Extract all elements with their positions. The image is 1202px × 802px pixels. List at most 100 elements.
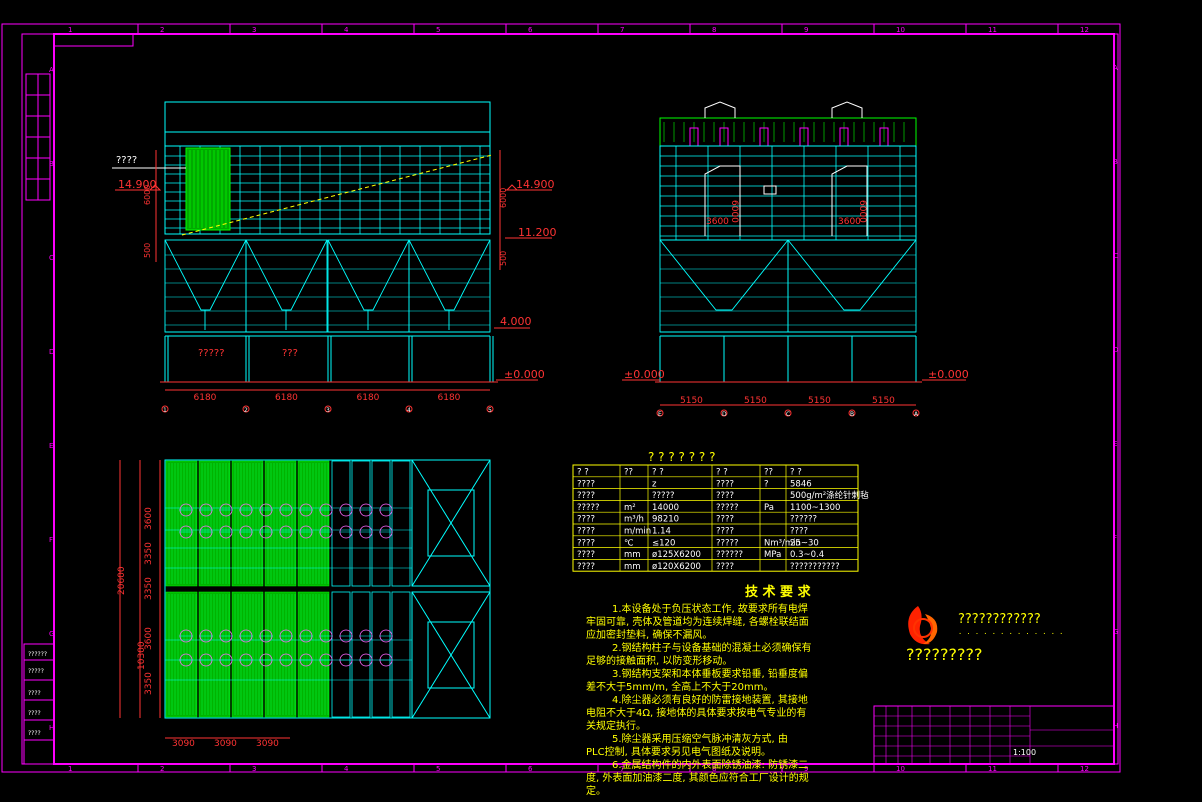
grid-row-right-F: F <box>1113 534 1117 542</box>
param-cell-0-3: ? ? <box>716 468 728 478</box>
param-cell-8-2: ø120X6200 <box>652 562 701 572</box>
grid-row-right-B: B <box>1113 158 1118 166</box>
grid-col-top-3: 3 <box>252 26 256 34</box>
param-cell-5-1: m/min <box>624 527 651 537</box>
dim-6000-b: 6000 <box>857 200 867 223</box>
tech-req-line-13: 6.金属结构件的内外表面除锈油漆: 防锈漆二 <box>612 758 808 771</box>
grid-col-bottom-1: 1 <box>68 765 72 773</box>
param-table-title: ? ? ? ? ? ? ? <box>648 450 715 464</box>
tech-req-line-9: 电阻不大于4Ω, 接地体的具体要求按电气专业的有 <box>586 706 806 719</box>
grid-col-bottom-4: 4 <box>344 765 349 773</box>
dim-500-right: 500 <box>499 251 508 266</box>
param-cell-6-2: ≤120 <box>652 538 675 548</box>
tech-req-title: 技 术 要 求 <box>745 584 812 600</box>
tech-req-line-7: 差不大于5mm/m, 全高上不大于20mm。 <box>586 680 774 693</box>
grid-col-top-10: 10 <box>896 26 905 34</box>
param-cell-6-1: ℃ <box>624 538 634 548</box>
tech-req-line-11: 5.除尘器采用压缩空气脉冲清灰方式, 由 <box>612 732 788 745</box>
param-cell-3-5: 1100~1300 <box>790 503 840 513</box>
tech-req-line-2: 牢固可靠, 壳体及管道均为连续焊缝, 各螺栓联结面 <box>586 615 809 628</box>
right-span-4: 5150 <box>872 396 895 406</box>
hopper-4 <box>408 239 491 333</box>
plan-bottom-dim-2: 3090 <box>214 739 237 749</box>
tech-req-line-3: 应加密封垫料, 确保不漏风。 <box>586 628 712 641</box>
dim-6000-left: 6000 <box>143 185 152 205</box>
grid-row-left-D: D <box>49 348 54 356</box>
plan-left-dim-5: 3350 <box>144 672 154 695</box>
left-elevation-view: ???? 14.900 6000 500 14.900 11.200 4.000… <box>112 101 557 414</box>
grid-row-right-C: C <box>1113 252 1118 260</box>
param-cell-3-1: m² <box>624 503 636 513</box>
param-cell-7-2: ø125X6200 <box>652 550 701 560</box>
strip-label-5: ???? <box>28 730 41 737</box>
param-cell-6-3: ????? <box>716 538 739 548</box>
param-cell-2-3: ???? <box>716 491 734 501</box>
dim-6000-right: 6000 <box>499 188 508 208</box>
left-axis-4: 4 <box>407 407 411 414</box>
param-cell-3-0: ????? <box>577 503 600 513</box>
grid-col-bottom-9: 9 <box>804 765 808 773</box>
right-axis-D: D <box>722 411 727 418</box>
grid-row-right-A: A <box>1113 64 1118 72</box>
room-label-2: ??? <box>282 348 298 359</box>
left-axis-2: 2 <box>244 407 248 414</box>
param-cell-0-4: ?? <box>764 468 773 478</box>
left-axis-1: 1 <box>163 407 167 414</box>
strip-label-2: ????? <box>28 668 44 675</box>
param-cell-0-5: ? ? <box>790 468 802 478</box>
elev-4000: 4.000 <box>500 315 532 328</box>
left-span-2: 6180 <box>275 393 298 403</box>
grid-row-left-G: G <box>49 630 54 638</box>
tech-req-line-15: 定。 <box>586 784 606 797</box>
elev-zero-r-right: ±0.000 <box>928 368 969 381</box>
grid-row-right-D: D <box>1113 346 1118 354</box>
grid-col-top-5: 5 <box>436 26 440 34</box>
tech-req-line-14: 度, 外表面加油漆二度, 其颜色应符合工厂设计的规 <box>586 771 809 784</box>
param-cell-3-4: Pa <box>764 503 774 513</box>
grid-row-left-B: B <box>49 160 54 168</box>
param-cell-0-0: ? ? <box>577 468 589 478</box>
left-span-1: 6180 <box>194 393 217 403</box>
grid-row-right-G: G <box>1113 628 1118 636</box>
grid-col-top-8: 8 <box>712 26 716 34</box>
grid-col-top-2: 2 <box>160 26 164 34</box>
scale-label: 1:100 <box>1013 748 1036 757</box>
tech-req-line-4: 2.钢结构柱子与设备基础的混凝土必须确保有 <box>612 641 812 654</box>
param-cell-7-1: mm <box>624 550 641 560</box>
elev-11200: 11.200 <box>518 226 557 239</box>
param-cell-5-2: 1.14 <box>652 527 671 537</box>
grid-row-left-C: C <box>49 254 54 262</box>
param-cell-6-0: ???? <box>577 538 595 548</box>
tech-req-line-1: 1.本设备处于负压状态工作, 故要求所有电焊 <box>612 602 808 615</box>
filter-label: ???? <box>116 155 137 166</box>
param-cell-3-2: 14000 <box>652 503 679 513</box>
title-block: 1:100 <box>873 705 1115 765</box>
param-cell-4-3: ???? <box>716 515 734 525</box>
param-cell-7-0: ???? <box>577 550 595 560</box>
left-span-3: 6180 <box>357 393 380 403</box>
grid-col-bottom-5: 5 <box>436 765 440 773</box>
grid-col-bottom-7: 7 <box>620 765 624 773</box>
plan-bottom-dim-1: 3090 <box>172 739 195 749</box>
plan-bottom-dim-3: 3090 <box>256 739 279 749</box>
grid-row-left-A: A <box>49 66 54 74</box>
param-cell-6-5: 25~30 <box>790 538 819 548</box>
left-axis-3: 3 <box>326 407 330 414</box>
grid-col-top-1: 1 <box>68 26 72 34</box>
tech-req-line-10: 关规定执行。 <box>586 719 646 732</box>
param-cell-6-4: Nm³/min <box>764 538 801 548</box>
param-cell-0-2: ? ? <box>652 468 664 478</box>
company-logo: ???????????? . . . . . . . . . . . . . ?… <box>906 606 1063 664</box>
param-cell-2-5: 500g/m²涤纶针刺毡 <box>790 490 869 501</box>
param-cell-5-0: ???? <box>577 527 595 537</box>
param-cell-2-0: ???? <box>577 491 595 501</box>
dim-500-left: 500 <box>143 243 152 258</box>
dim-3600-a: 3600 <box>706 217 729 227</box>
grid-col-bottom-6: 6 <box>528 765 533 773</box>
plan-left-dim-2: 3350 <box>144 542 154 565</box>
elev-14900-left: 14.900 <box>118 178 157 191</box>
strip-label-4: ???? <box>28 710 41 717</box>
